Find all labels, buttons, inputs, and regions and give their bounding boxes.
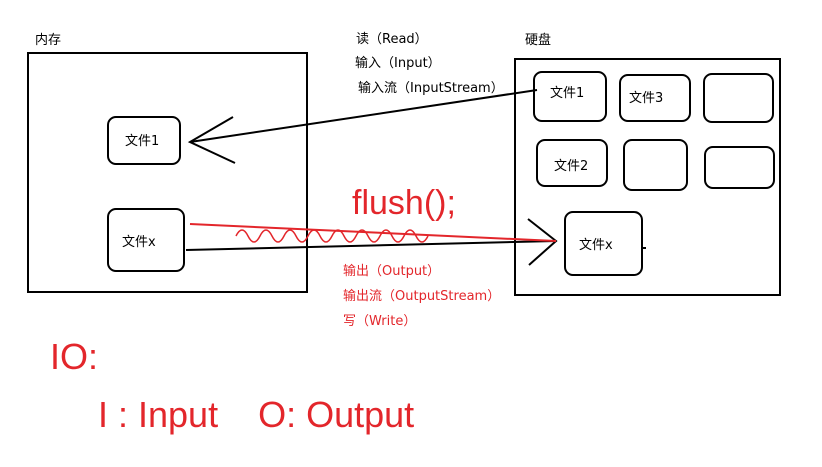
flush-red-wave bbox=[235, 229, 429, 243]
flush-label: flush(); bbox=[352, 184, 456, 222]
memory-panel-title: 内存 bbox=[35, 33, 62, 48]
read-label: 读（Read） bbox=[356, 32, 428, 47]
disk-empty-box bbox=[704, 146, 775, 189]
memory-panel bbox=[27, 52, 308, 293]
io-expansion: I : Input O: Output bbox=[98, 394, 415, 435]
input-label: 输入（Input） bbox=[355, 56, 441, 71]
output-stream-label: 输出流（OutputStream） bbox=[343, 289, 501, 304]
disk-file-x-label: 文件x bbox=[579, 238, 613, 253]
write-label: 写（Write） bbox=[343, 314, 417, 329]
read-arrow-line bbox=[189, 89, 538, 143]
flush-red-line bbox=[189, 223, 557, 242]
disk-file-2-box bbox=[536, 139, 608, 187]
read-arrow-head bbox=[187, 116, 236, 164]
disk-empty-box bbox=[703, 73, 774, 123]
disk-file-1-box bbox=[533, 71, 607, 122]
write-arrow-line bbox=[185, 240, 557, 251]
disk-file-1-label: 文件1 bbox=[550, 86, 585, 101]
memory-file-1-label: 文件1 bbox=[125, 134, 160, 149]
memory-file-x-box bbox=[107, 208, 185, 272]
output-label: 输出（Output） bbox=[343, 264, 441, 279]
disk-file-3-label: 文件3 bbox=[629, 91, 664, 106]
memory-file-1-box bbox=[107, 116, 181, 165]
disk-file-3-box bbox=[619, 74, 691, 122]
io-title: IO: bbox=[50, 336, 99, 377]
memory-file-x-label: 文件x bbox=[122, 235, 156, 250]
input-stream-label: 输入流（InputStream） bbox=[358, 81, 504, 96]
disk-panel-title: 硬盘 bbox=[525, 33, 552, 48]
disk-file-2-label: 文件2 bbox=[554, 159, 589, 174]
disk-file-x-box bbox=[564, 211, 643, 276]
disk-empty-box bbox=[623, 139, 688, 191]
disk-panel bbox=[514, 58, 781, 296]
